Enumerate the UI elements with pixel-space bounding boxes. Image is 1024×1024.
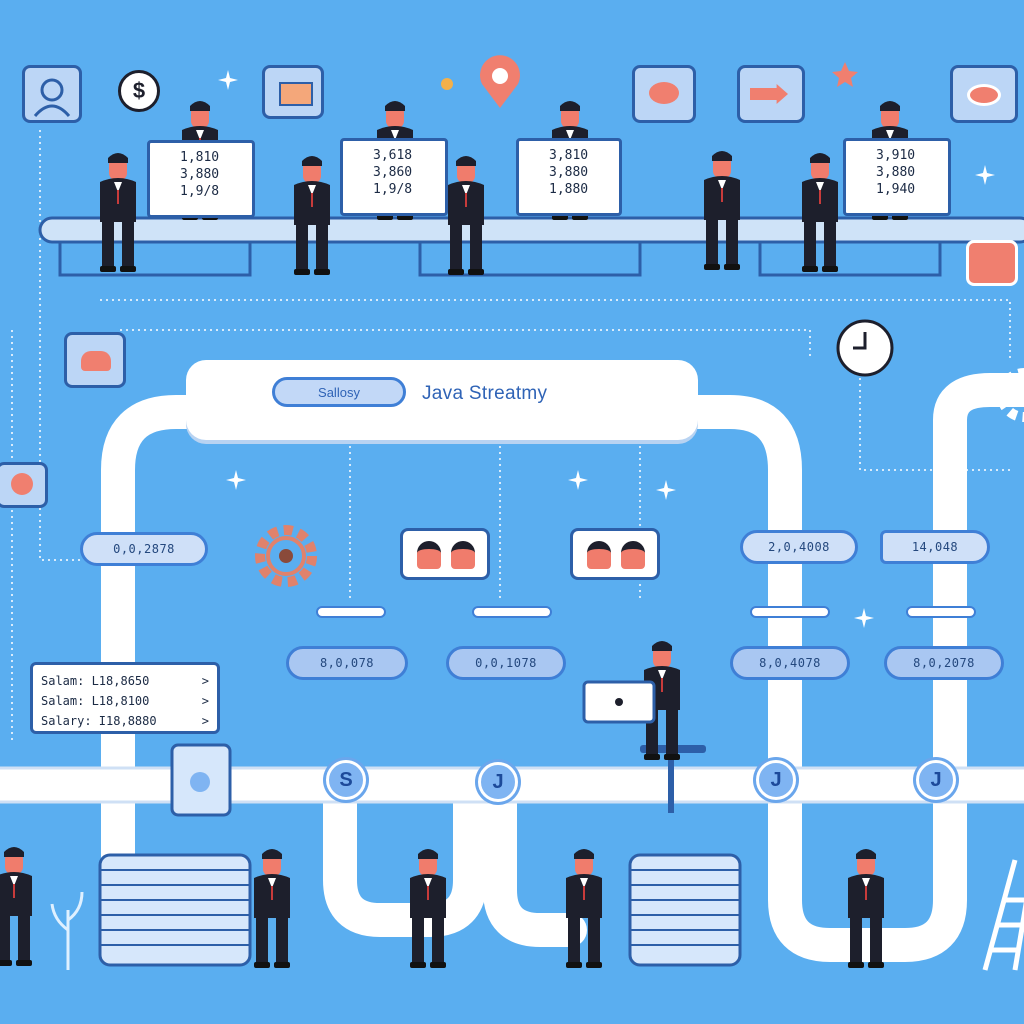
monitor-line: 1,940 <box>876 182 916 197</box>
monitor-line: 3,810 <box>549 148 589 163</box>
monitor-line: 3,880 <box>180 167 220 182</box>
chevron-right-icon: > <box>201 714 209 728</box>
pipe-bar <box>472 606 552 618</box>
title-pipe <box>186 360 698 440</box>
monitor-line: 3,618 <box>373 148 413 163</box>
eye-icon[interactable] <box>950 65 1018 123</box>
list-item[interactable]: Salam: L18,8650 > <box>41 671 209 691</box>
user-icon[interactable] <box>22 65 82 123</box>
monitor-line: 3,910 <box>876 148 916 163</box>
pipe-label[interactable]: 0,0,1078 <box>446 646 566 680</box>
pipe-label[interactable]: 14,048 <box>880 530 990 564</box>
pipe-label[interactable]: 8,0,2078 <box>884 646 1004 680</box>
valve-button[interactable]: J <box>478 762 518 802</box>
salary-monitor: 1,810 3,880 1,9/8 <box>147 140 255 218</box>
monitor-line: 1,880 <box>549 182 589 197</box>
shape-icon[interactable] <box>632 65 696 123</box>
monitor-line: 1,810 <box>180 150 220 165</box>
list-item[interactable]: Salam: L18,8100 > <box>41 691 209 711</box>
page-title: Java Streatmy <box>422 383 548 404</box>
pipe-label[interactable]: 0,0,2878 <box>80 532 208 566</box>
salary-monitor: 3,618 3,860 1,9/8 <box>340 138 448 216</box>
list-item-label: Salam: L18,8100 <box>41 694 150 708</box>
pipe-label[interactable]: 8,0,078 <box>286 646 408 680</box>
valve-button[interactable]: J <box>916 760 956 800</box>
avatar-icon[interactable] <box>0 462 48 508</box>
shape-icon-left[interactable] <box>64 332 126 388</box>
monitor-line: 1,9/8 <box>180 184 220 199</box>
salary-list: Salam: L18,8650 > Salam: L18,8100 > Sala… <box>30 662 220 734</box>
list-item[interactable]: Salary: I18,8880 > <box>41 711 209 731</box>
list-item-label: Salary: I18,8880 <box>41 714 157 728</box>
pipe-label[interactable]: 8,0,4078 <box>730 646 850 680</box>
people-icon <box>400 528 490 580</box>
gear-icon <box>255 525 317 587</box>
monitor-line: 1,9/8 <box>373 182 413 197</box>
arrow-icon[interactable] <box>737 65 805 123</box>
location-pin-icon <box>480 55 520 108</box>
monitor-line: 3,860 <box>373 165 413 180</box>
list-item-label: Salam: L18,8650 <box>41 674 150 688</box>
valve-button[interactable]: S <box>326 760 366 800</box>
people-icon <box>570 528 660 580</box>
valve-button[interactable]: J <box>756 760 796 800</box>
dollar-bubble-icon[interactable]: $ <box>118 70 160 112</box>
pipe-label[interactable]: 2,0,4008 <box>740 530 858 564</box>
chevron-right-icon: > <box>201 674 209 688</box>
monitor-line: 3,880 <box>876 165 916 180</box>
refresh-icon[interactable] <box>966 240 1018 286</box>
chart-icon[interactable] <box>262 65 324 119</box>
clock-icon <box>836 319 894 377</box>
salary-monitor: 3,910 3,880 1,940 <box>843 138 951 216</box>
title-tag[interactable]: Sallosy <box>272 377 406 407</box>
chevron-right-icon: > <box>201 694 209 708</box>
monitor-line: 3,880 <box>549 165 589 180</box>
pipe-bar <box>750 606 830 618</box>
pipe-bar <box>316 606 386 618</box>
pipe-bar <box>906 606 976 618</box>
salary-monitor: 3,810 3,880 1,880 <box>516 138 622 216</box>
